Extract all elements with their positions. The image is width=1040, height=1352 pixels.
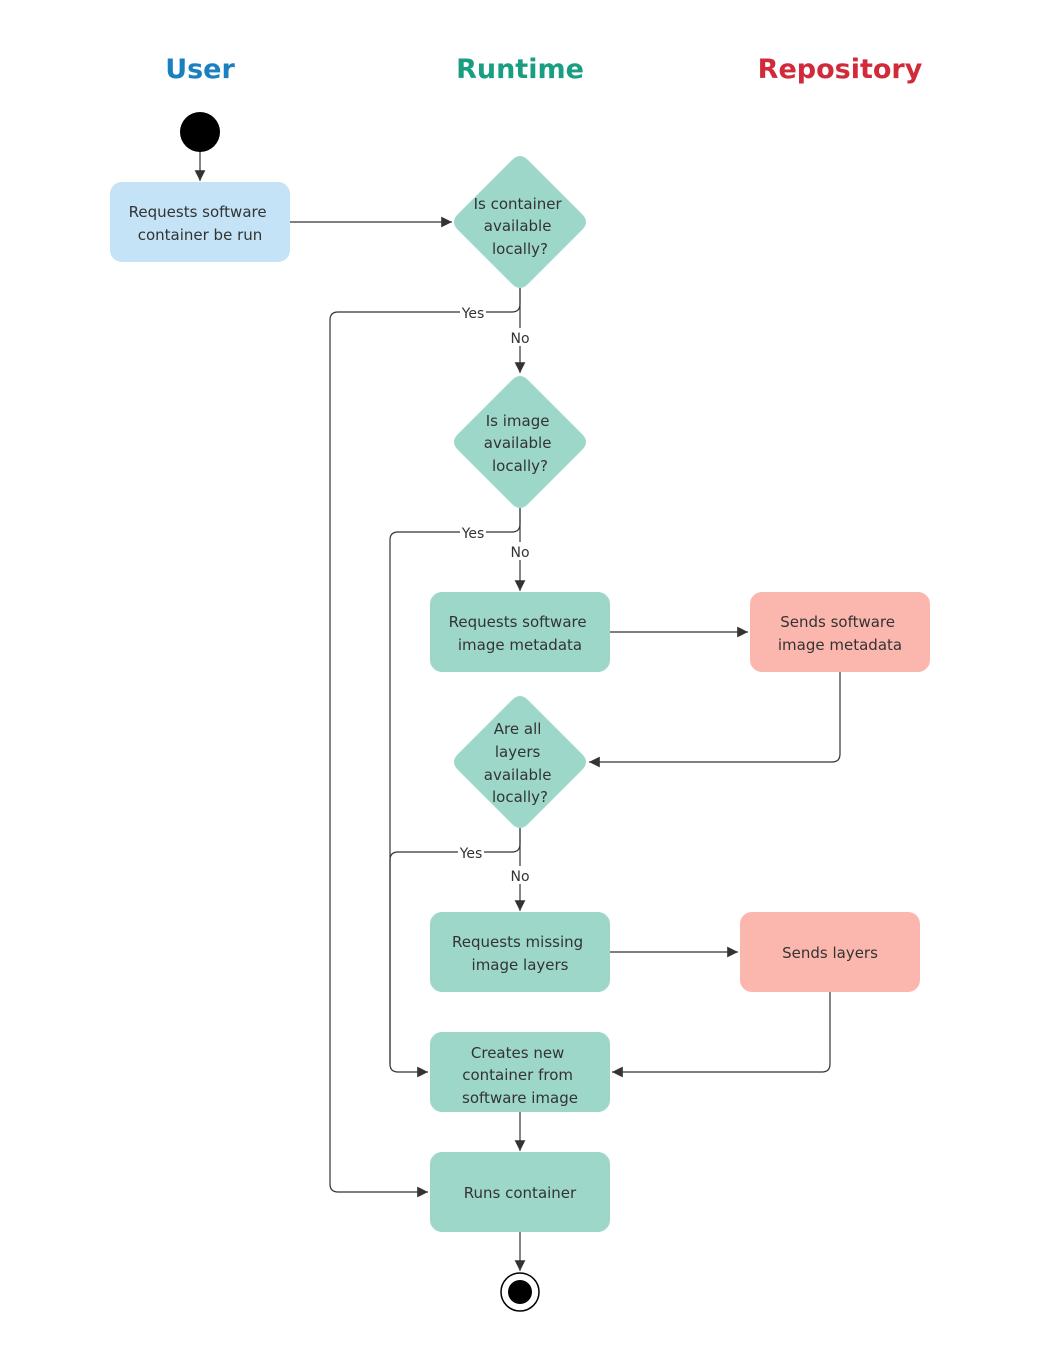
decision-container-line-1: Is container: [474, 195, 563, 213]
edge-label-layers-no: No: [510, 869, 529, 885]
decision-image-line-1: Is image: [486, 412, 550, 430]
lane-title-runtime: Runtime: [456, 54, 584, 85]
node-request-metadata: Requests software image metadata: [430, 592, 610, 672]
end-node: [500, 1272, 540, 1312]
decision-layers-line-2: layers: [495, 743, 541, 761]
edge-label-container-no: No: [510, 331, 529, 347]
node-create-container-line-1: Creates new: [471, 1044, 564, 1062]
node-request-run-line-2: container be run: [138, 226, 263, 244]
start-node: [180, 112, 220, 152]
node-send-layers: Sends layers: [740, 912, 920, 992]
node-create-container-line-2: container from: [462, 1066, 573, 1084]
node-send-metadata-line-1: Sends software: [780, 613, 895, 631]
edge-layers-to-create: [612, 992, 831, 1078]
svg-text:Creates new container fr: Creates new container from software imag…: [462, 1044, 578, 1107]
node-request-run-line-1: Requests software: [129, 203, 267, 221]
node-request-metadata-line-1: Requests software: [449, 613, 587, 631]
svg-text:Is image available: Is image available locally?: [484, 412, 557, 475]
lane-title-user: User: [165, 54, 235, 85]
edge-label-image-no: No: [510, 545, 529, 561]
edge-labels: Yes No Yes No Yes No: [458, 303, 533, 885]
svg-text:Runs container: Runs container: [464, 1184, 577, 1202]
node-request-metadata-line-2: image metadata: [458, 636, 582, 654]
decision-image-line-3: locally?: [492, 457, 548, 475]
node-send-metadata-line-2: image metadata: [778, 636, 902, 654]
edge-label-layers-yes: Yes: [459, 846, 483, 862]
edge-image-yes: [389, 508, 521, 1078]
edge-metadata-to-layers-check: [589, 672, 841, 768]
decision-container-available: Is container available locally?: [454, 156, 586, 288]
node-run-container-line-1: Runs container: [464, 1184, 577, 1202]
edge-label-container-yes: Yes: [461, 306, 485, 322]
decision-container-line-2: available: [484, 217, 552, 235]
decision-layers-line-4: locally?: [492, 788, 548, 806]
node-request-layers-line-2: image layers: [472, 956, 569, 974]
decision-container-line-3: locally?: [492, 240, 548, 258]
node-send-layers-line-1: Sends layers: [782, 944, 878, 962]
svg-text:Requests software image: Requests software image metadata: [449, 613, 592, 654]
svg-text:Sends software image met: Sends software image metadata: [778, 613, 902, 654]
svg-text:Is container available: Is container available locally?: [474, 195, 567, 258]
node-send-metadata: Sends software image metadata: [750, 592, 930, 672]
node-request-run: Requests software container be run: [110, 182, 290, 262]
svg-text:Requests software contai: Requests software container be run: [129, 203, 272, 244]
node-request-layers-line-1: Requests missing: [452, 933, 583, 951]
svg-text:Sends layers: Sends layers: [782, 944, 878, 962]
node-create-container-line-3: software image: [462, 1089, 578, 1107]
node-run-container: Runs container: [430, 1152, 610, 1232]
decision-image-available: Is image available locally?: [454, 376, 586, 508]
svg-text:Are all layers ava: Are all layers available locally?: [484, 720, 557, 806]
svg-text:Requests missing image l: Requests missing image layers: [452, 933, 588, 974]
edge-layers-yes: [389, 828, 521, 1064]
node-create-container: Creates new container from software imag…: [430, 1032, 610, 1112]
lane-title-repository: Repository: [758, 54, 923, 85]
decision-layers-line-3: available: [484, 766, 552, 784]
decision-layers-line-1: Are all: [494, 720, 542, 738]
node-request-layers: Requests missing image layers: [430, 912, 610, 992]
edge-label-image-yes: Yes: [461, 526, 485, 542]
decision-layers-available: Are all layers available locally?: [454, 696, 586, 828]
decision-image-line-2: available: [484, 434, 552, 452]
edges: [194, 152, 841, 1271]
edge-container-yes: [329, 288, 521, 1198]
